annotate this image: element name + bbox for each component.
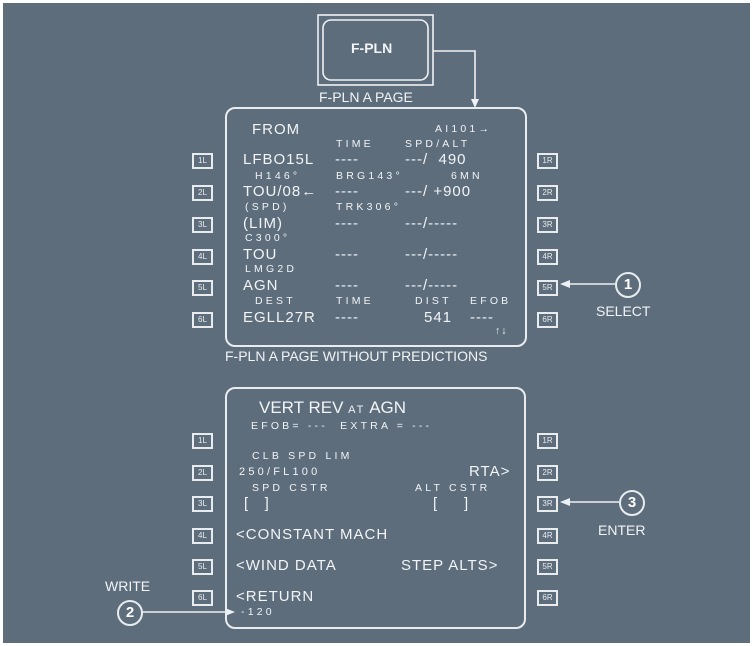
waypoint-time: ---- [335,183,359,200]
lsk-1r-button[interactable]: 1R [537,153,558,169]
callout-1-circle: 1 [615,272,641,298]
diagram-canvas: F-PLN F-PLN A PAGE FROM AI101→ TIME SPD/… [3,3,750,643]
mcdu-screen-fpln [225,107,527,347]
arrows [141,14,619,616]
lsk-1l-button[interactable]: 1L [192,433,213,449]
lsk-5r-button[interactable]: 5R [537,559,558,575]
lsk-1r-button[interactable]: 1R [537,433,558,449]
waypoint: AGN [243,277,279,294]
scratchpad-entry: -120 [241,606,275,618]
return-link[interactable]: <RETURN [236,588,315,605]
waypoint-time: ---- [335,215,359,232]
lsk-6r-button[interactable]: 6R [537,590,558,606]
lsk-5l-button[interactable]: 5L [192,559,213,575]
lsk-2l-button[interactable]: 2L [192,465,213,481]
title-at: AT [348,404,366,416]
lsk-2l-button[interactable]: 2L [192,185,213,201]
lsk-3l-button[interactable]: 3L [192,217,213,233]
waypoint: (LIM) [243,215,283,232]
lsk-2r-button[interactable]: 2R [537,185,558,201]
from-label: FROM [252,121,301,138]
destination: EGLL27R [243,309,316,326]
rta-link[interactable]: RTA> [469,463,511,480]
dest-header: DEST [255,295,296,307]
leg-track: TRK306° [336,201,402,213]
lsk-5l-button[interactable]: 5L [192,280,213,296]
lsk-3r-button[interactable]: 3R [537,217,558,233]
fpln-key-caption: F-PLN A PAGE [319,89,413,105]
lsk-4l-button[interactable]: 4L [192,528,213,544]
callout-write: WRITE [105,578,151,594]
leg-info: (SPD) [245,201,290,213]
callout-select: SELECT [596,303,651,319]
waypoint-time: ---- [335,246,359,263]
step-alts-link[interactable]: STEP ALTS> [401,557,499,574]
dest-distance: 541 [424,309,453,326]
callout-3-circle: 3 [619,490,645,516]
lsk-6l-button[interactable]: 6L [192,590,213,606]
dest-time: ---- [335,309,359,326]
spdalt-header: SPD/ALT [405,138,471,150]
leg-distance: 6MN [451,170,483,182]
waypoint-spdalt: ---/ 490 [405,151,467,168]
lsk-5r-button[interactable]: 5R [537,280,558,296]
title-text: VERT REV [259,398,344,417]
waypoint: TOU [243,246,278,263]
lsk-1l-button[interactable]: 1L [192,153,213,169]
spd-cstr-field[interactable]: [ ] [244,495,270,512]
leg-info: H146° [255,170,301,182]
fpln-key-label: F-PLN [351,40,393,56]
lsk-6r-button[interactable]: 6R [537,312,558,328]
waypoint-spdalt: ---/----- [405,246,459,263]
title-waypoint: AGN [369,398,407,417]
lsk-2r-button[interactable]: 2R [537,465,558,481]
vert-rev-title: VERT REV AT AGN [259,399,406,416]
waypoint: LFBO15L [243,151,315,168]
waypoint-spdalt: ---/ +900 [405,183,472,200]
lsk-3l-button[interactable]: 3L [192,496,213,512]
waypoint: TOU/08← [243,183,318,200]
lsk-6l-button[interactable]: 6L [192,312,213,328]
leg-info: LMG2D [245,263,298,275]
dest-efob: ---- [470,309,494,326]
leg-info: C300° [245,232,291,244]
spd-cstr-label: SPD CSTR [252,482,331,494]
dest-time-header: TIME [336,295,374,307]
lsk-4l-button[interactable]: 4L [192,249,213,265]
page1-caption: F-PLN A PAGE WITHOUT PREDICTIONS [225,348,488,364]
time-header: TIME [336,138,374,150]
efob-extra: EFOB= --- EXTRA = --- [251,420,433,432]
mcdu-screen-vert-rev [225,387,526,629]
clb-spd-lim-label: CLB SPD LIM [252,450,353,462]
waypoint-time: ---- [335,277,359,294]
alt-cstr-field[interactable]: [ ] [433,495,470,512]
alt-cstr-label: ALT CSTR [415,482,491,494]
constant-mach-link[interactable]: <CONSTANT MACH [236,526,389,543]
waypoint-spdalt: ---/----- [405,277,459,294]
lsk-3r-button[interactable]: 3R [537,496,558,512]
lsk-4r-button[interactable]: 4R [537,249,558,265]
waypoint-time: ---- [335,151,359,168]
lsk-4r-button[interactable]: 4R [537,528,558,544]
callout-enter: ENTER [598,522,646,538]
dist-header: DIST [415,295,452,307]
clb-spd-lim-value: 250/FL100 [239,466,321,478]
callout-2-circle: 2 [117,600,143,626]
efob-header: EFOB [470,295,512,307]
wind-data-link[interactable]: <WIND DATA [236,557,337,574]
scroll-arrows-icon[interactable]: ↑↓ [495,325,508,337]
flight-number: AI101→ [435,123,493,135]
waypoint-spdalt: ---/----- [405,215,459,232]
leg-bearing: BRG143° [336,170,403,182]
